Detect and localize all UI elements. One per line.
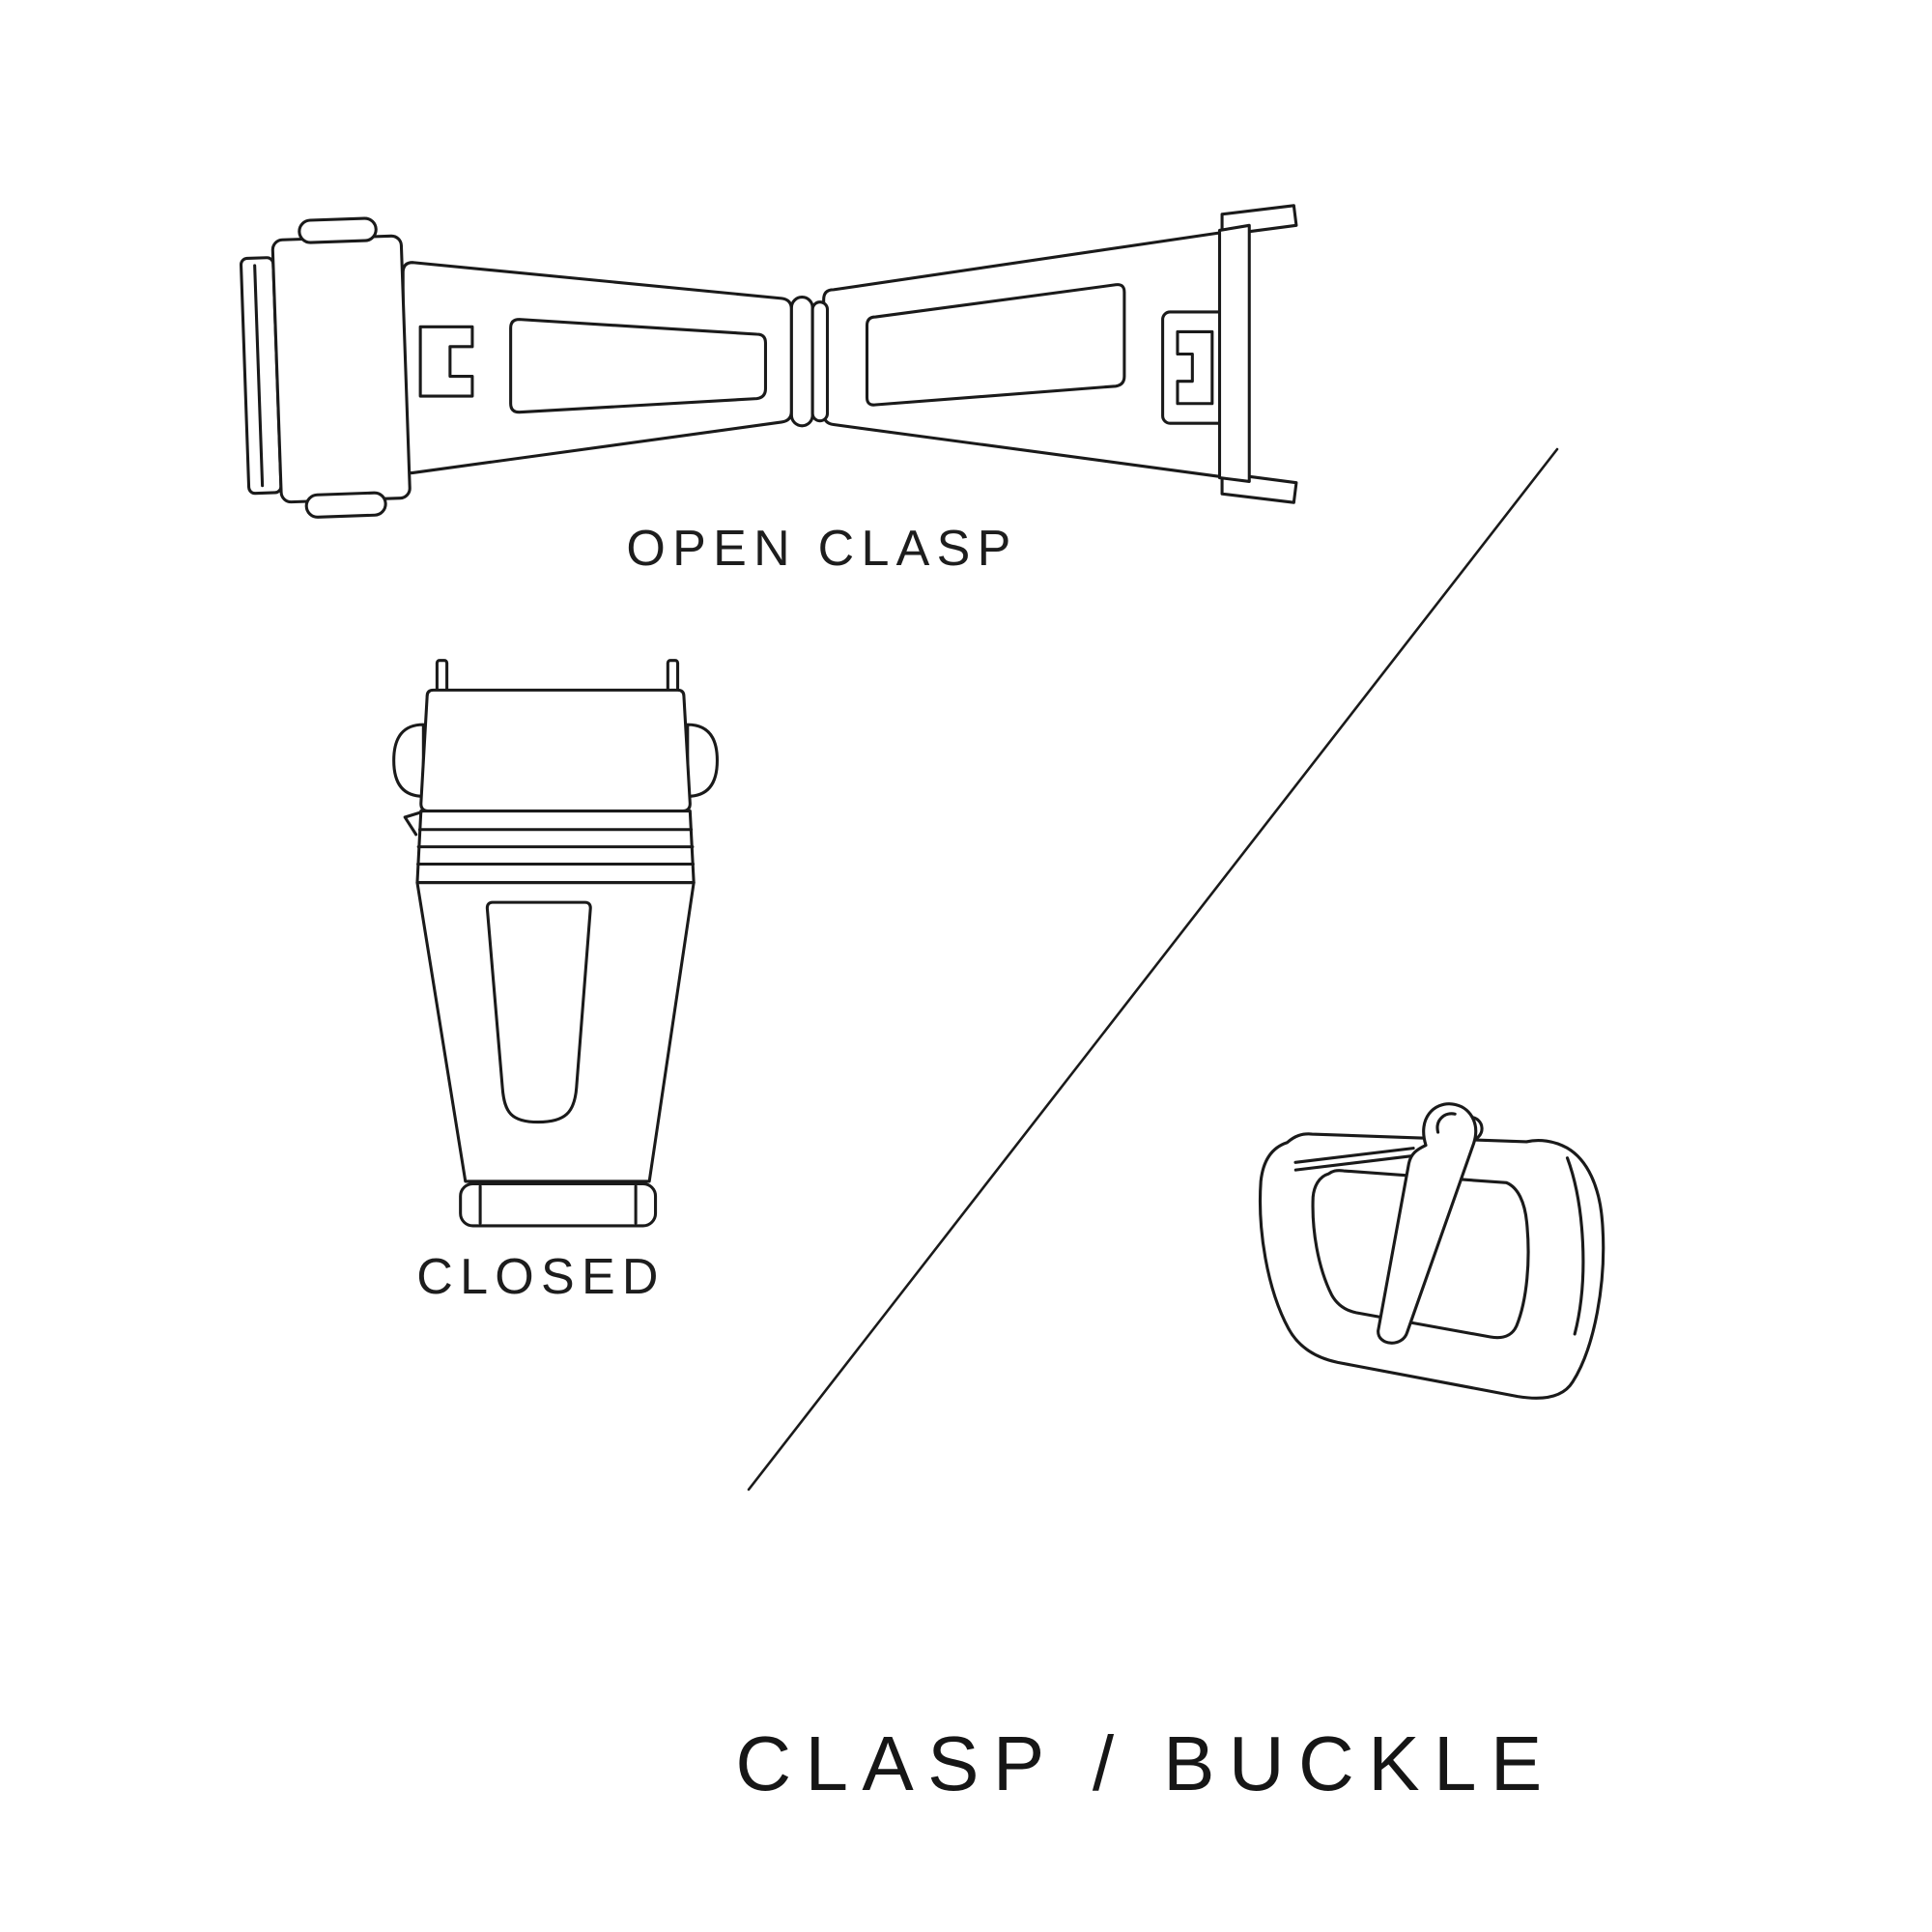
open-clasp-label: OPEN CLASP [626, 521, 1018, 577]
diagonal-divider-line [747, 447, 1559, 1492]
closed-clasp-illustration [392, 659, 719, 1228]
open-clasp-illustration [239, 204, 1298, 519]
closed-clasp-label: CLOSED [416, 1249, 666, 1305]
diagram-title: CLASP / BUCKLE [735, 1720, 1556, 1806]
tang-buckle-illustration [1258, 1102, 1605, 1400]
